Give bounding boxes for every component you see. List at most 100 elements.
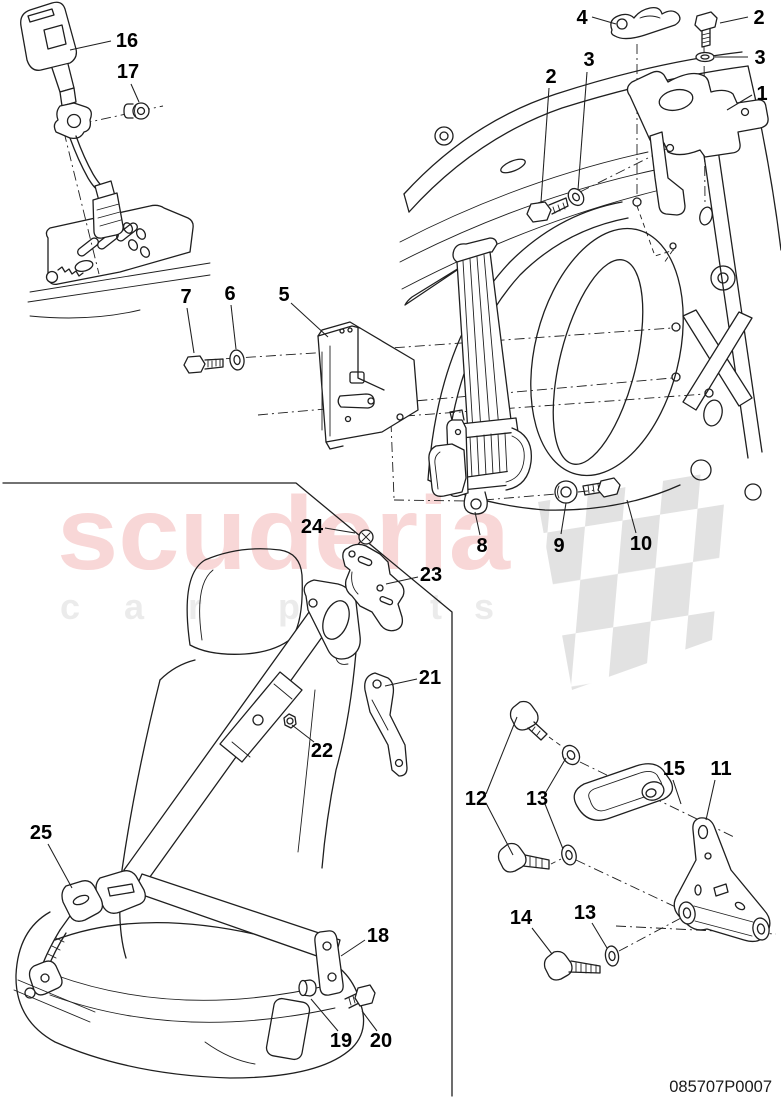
callout-leader-line	[340, 939, 366, 957]
callout-leader-line	[626, 499, 637, 534]
callout-21: 21	[384, 667, 441, 689]
callout-leader-line	[705, 779, 716, 821]
callout-label: 5	[278, 284, 289, 306]
spacer-19	[298, 979, 317, 997]
bolt-14	[543, 950, 601, 981]
callout-leader-line	[544, 803, 564, 850]
washer-6	[229, 349, 245, 371]
callout-leader-line	[545, 757, 567, 793]
callout-8: 8	[474, 511, 488, 557]
washer-9	[554, 480, 578, 504]
seat	[15, 548, 365, 1079]
callout-label: 16	[116, 30, 138, 52]
callout-2: 2	[540, 66, 557, 203]
callout-leader-line	[47, 843, 73, 889]
callout-11: 11	[705, 758, 732, 821]
callout-leader-line	[69, 40, 112, 51]
seat-frame-fragment	[27, 204, 211, 319]
belt-guide-loop-15	[573, 763, 674, 821]
callout-label: 22	[311, 740, 333, 762]
buckle-16	[20, 1, 124, 239]
nut-22	[283, 713, 297, 729]
callout-label: 17	[117, 61, 139, 83]
callout-label: 3	[583, 49, 594, 71]
callout-leader-line	[485, 802, 514, 856]
callout-12: 12	[465, 716, 518, 856]
callout-25: 25	[30, 822, 73, 889]
callout-23: 23	[385, 564, 442, 586]
bolt-12-upper	[509, 700, 548, 741]
callout-24: 24	[301, 516, 356, 538]
bolt-7	[183, 355, 224, 374]
callout-leader-line	[384, 678, 418, 687]
callout-label: 12	[465, 788, 487, 810]
callout-22: 22	[291, 724, 333, 762]
callout-label: 20	[370, 1030, 392, 1052]
callout-18: 18	[340, 925, 389, 957]
callout-label: 15	[663, 758, 685, 780]
callout-leader-line	[560, 502, 567, 535]
callout-19: 19	[310, 998, 352, 1052]
callout-17: 17	[117, 61, 140, 103]
callout-leader-line	[726, 94, 753, 111]
checkered-flag	[538, 470, 727, 690]
callout-6: 6	[224, 283, 237, 350]
callout-label: 2	[545, 66, 556, 88]
end-fitting-18	[314, 930, 344, 996]
callout-label: 13	[574, 902, 596, 924]
bolt-12-lower	[497, 842, 550, 873]
belt-height-adjuster	[219, 671, 303, 763]
callout-20: 20	[361, 1010, 392, 1052]
watermark-tagline-car: car	[60, 586, 246, 627]
washer-13-lower	[604, 945, 620, 967]
callout-2: 2	[719, 7, 765, 29]
callout-label: 14	[510, 907, 533, 929]
callout-label: 13	[526, 788, 548, 810]
callout-13: 13	[526, 757, 567, 850]
inset-panel-border	[2, 482, 453, 1097]
callout-5: 5	[278, 284, 329, 338]
callout-leader-line	[291, 724, 315, 743]
callout-leader-line	[385, 576, 419, 585]
washer-3-upper	[695, 51, 715, 63]
callout-3: 3	[577, 49, 595, 191]
callout-label: 21	[419, 667, 441, 689]
washer-3-lower	[567, 187, 585, 207]
mount-bracket-1	[626, 70, 769, 216]
callout-leader-line	[130, 83, 140, 103]
washer-13-upper	[561, 744, 581, 766]
callout-leader-line	[531, 927, 553, 955]
callout-16: 16	[69, 30, 138, 52]
buckle-25	[13, 880, 104, 1023]
callout-leader-line	[591, 922, 608, 949]
callout-leader-line	[230, 304, 237, 350]
retractor-8	[428, 237, 533, 515]
callout-leader-line	[485, 716, 518, 795]
callout-label: 25	[30, 822, 52, 844]
callout-label: 11	[710, 758, 731, 780]
callout-leader-line	[290, 302, 329, 338]
callout-3: 3	[715, 47, 766, 69]
callout-label: 1	[756, 83, 767, 105]
callout-leader-line	[324, 527, 356, 534]
callout-label: 18	[367, 925, 389, 947]
callout-label: 6	[224, 283, 235, 305]
callout-leader-line	[719, 16, 749, 24]
callout-leader-line	[672, 779, 682, 805]
callout-label: 9	[553, 535, 564, 557]
callout-label: 3	[754, 47, 765, 69]
bracket-23	[342, 543, 405, 632]
washer-13-middle	[561, 844, 577, 866]
callout-label: 24	[301, 516, 324, 538]
clip-4	[610, 6, 681, 40]
callout-label: 10	[630, 533, 652, 555]
callout-leader-line	[361, 1010, 378, 1032]
callout-label: 4	[576, 7, 588, 29]
callout-9: 9	[553, 502, 567, 557]
callout-leader-line	[540, 87, 550, 203]
anchor-bracket-11	[673, 817, 771, 943]
bolt-10	[582, 477, 621, 498]
x-brace-bar	[682, 311, 753, 411]
